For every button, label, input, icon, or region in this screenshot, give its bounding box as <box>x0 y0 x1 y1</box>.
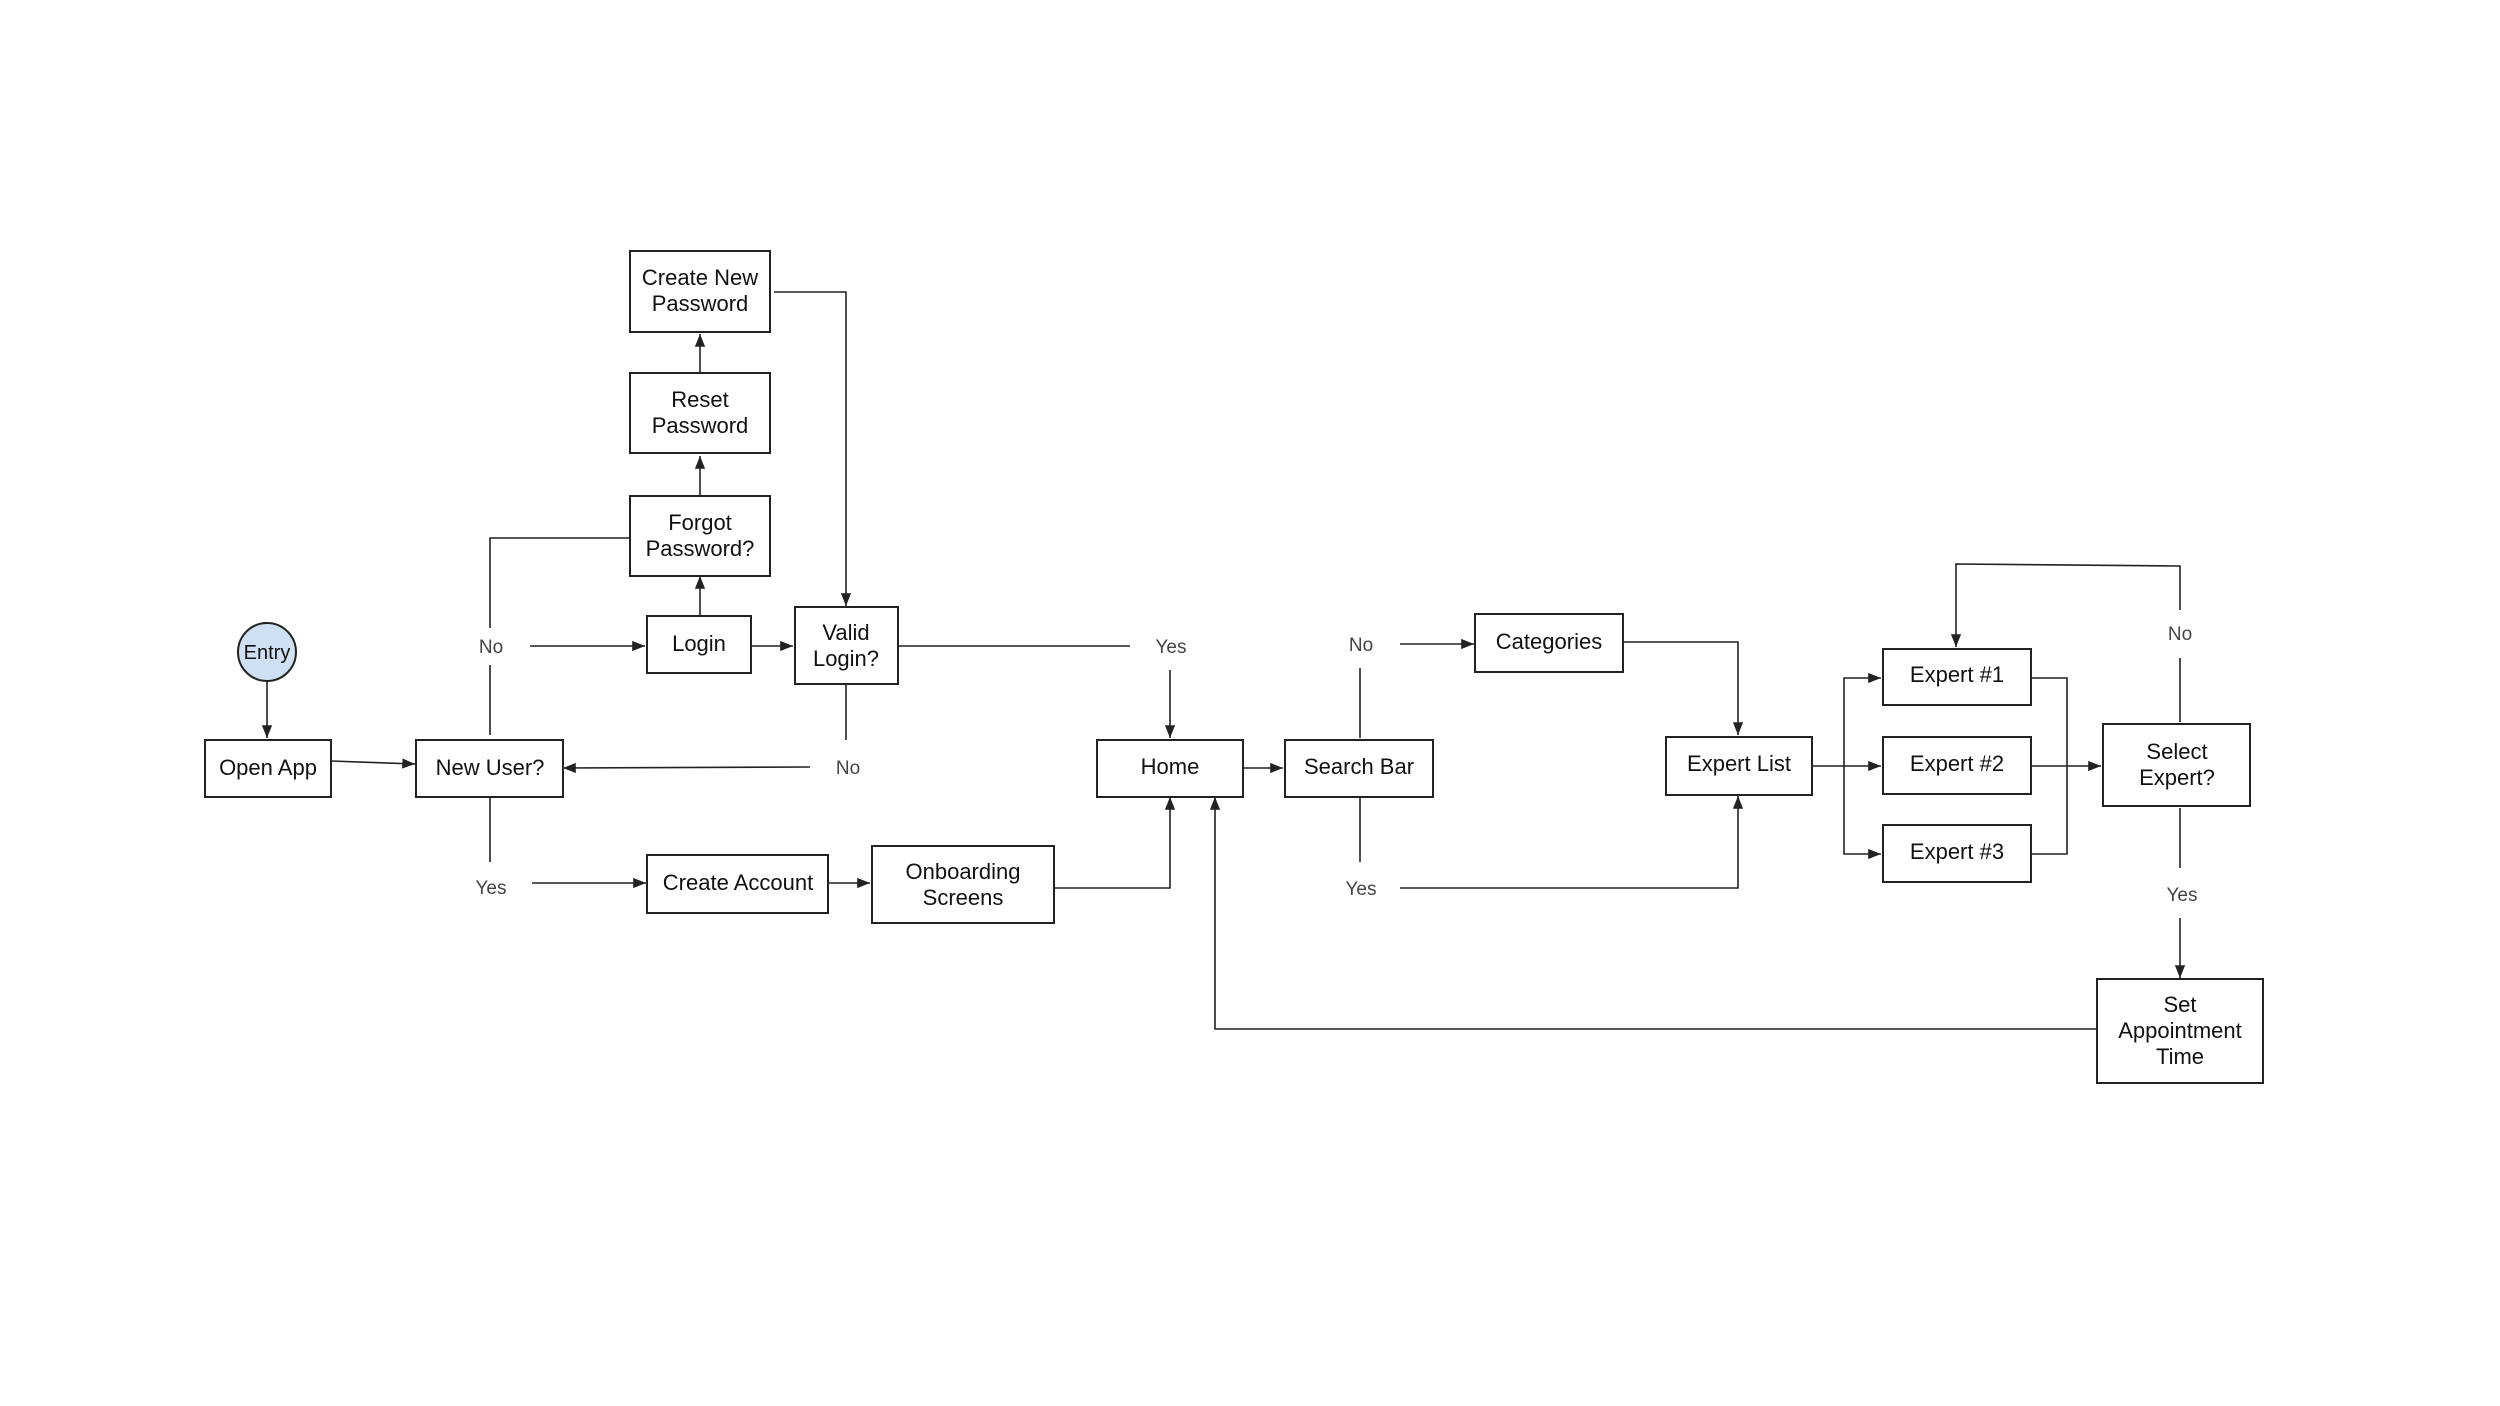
node-expert-1[interactable]: Expert #1 <box>1882 648 2032 706</box>
node-select-expert-text-line-2: Expert? <box>2139 765 2215 790</box>
node-expert-list-text-line-1: Expert List <box>1687 751 1791 776</box>
node-valid-login-text-line-2: Login? <box>813 646 879 671</box>
edge-appointment-home <box>1209 797 2096 1030</box>
edge-no-expert-1 <box>1950 563 2181 647</box>
node-new-user-text-line-1: New User? <box>436 755 545 780</box>
edge-categories-expert-list <box>1624 641 1744 735</box>
node-open-app-text: Open App <box>219 755 317 780</box>
node-set-appointment-time-text-line-2: Appointment <box>2118 1018 2242 1043</box>
node-expert-2-text: Expert #2 <box>1910 751 2004 776</box>
edge-onboarding-home <box>1054 797 1176 889</box>
node-search-bar[interactable]: Search Bar <box>1284 739 1434 798</box>
node-open-app-text-line-1: Open App <box>219 755 317 780</box>
node-expert-list-text: Expert List <box>1687 751 1791 776</box>
node-valid-login-text-line-1: Valid <box>822 620 869 645</box>
node-login-text: Login <box>672 631 726 656</box>
node-entry-text-line-1: Entry <box>244 642 291 664</box>
node-search-bar-text: Search Bar <box>1304 754 1414 779</box>
entry-circle <box>237 622 297 682</box>
node-expert-3[interactable]: Expert #3 <box>1882 824 2032 883</box>
label-select-no: No <box>2168 624 2192 645</box>
edge-yes-expert-list <box>1400 796 1744 889</box>
edge-no-forgot <box>489 537 629 628</box>
node-set-appointment-time-text-line-3: Time <box>2156 1044 2204 1069</box>
label-new-user-no: No <box>479 637 503 658</box>
edge-labels: No Yes Yes No No Yes No Yes <box>476 624 2198 906</box>
node-forgot-password-text-line-2: Password? <box>646 536 755 561</box>
node-create-new-password-text-line-2: Password <box>652 291 749 316</box>
node-expert-1-text: Expert #1 <box>1910 662 2004 687</box>
node-home-text: Home <box>1141 754 1200 779</box>
node-home-text-line-1: Home <box>1141 754 1200 779</box>
node-reset-password-text-line-2: Password <box>652 413 749 438</box>
node-entry-text: Entry <box>244 642 291 664</box>
edge-expert-list-expert-3 <box>1843 766 1881 860</box>
edge-expert-list-expert-1 <box>1843 672 1881 766</box>
node-onboarding-screens-text-line-1: Onboarding <box>906 859 1021 884</box>
node-expert-2-text-line-1: Expert #2 <box>1910 751 2004 776</box>
node-new-user[interactable]: New User? <box>415 739 564 798</box>
node-forgot-password-text-line-1: Forgot <box>668 510 732 535</box>
edge-open-app-new-user <box>330 758 416 769</box>
node-categories[interactable]: Categories <box>1474 613 1624 673</box>
label-search-no: No <box>1349 635 1373 656</box>
node-home[interactable]: Home <box>1096 739 1244 798</box>
node-create-account-text-line-1: Create Account <box>663 870 813 895</box>
node-categories-text: Categories <box>1496 629 1602 654</box>
label-valid-login-no: No <box>836 758 860 779</box>
node-login-text-line-1: Login <box>672 631 726 656</box>
node-create-account[interactable]: Create Account <box>646 854 829 914</box>
node-reset-password-text-line-1: Reset <box>671 387 728 412</box>
node-expert-list[interactable]: Expert List <box>1665 736 1813 796</box>
label-valid-login-yes: Yes <box>1156 637 1187 658</box>
node-expert-3-text-line-1: Expert #3 <box>1910 839 2004 864</box>
node-create-new-password-text-line-1: Create New <box>642 265 758 290</box>
node-new-user-text: New User? <box>436 755 545 780</box>
node-create-account-text: Create Account <box>663 870 813 895</box>
node-select-expert-text-line-1: Select <box>2146 739 2207 764</box>
node-expert-1-text-line-1: Expert #1 <box>1910 662 2004 687</box>
node-categories-text-line-1: Categories <box>1496 629 1602 654</box>
node-entry[interactable]: Entry <box>237 622 297 682</box>
label-new-user-yes: Yes <box>476 878 507 899</box>
label-select-yes: Yes <box>2167 885 2198 906</box>
edge-create-new-valid <box>774 291 852 606</box>
edge-no-new-user <box>562 762 811 774</box>
edges <box>261 291 2186 1030</box>
label-search-yes: Yes <box>1346 879 1377 900</box>
node-onboarding-screens-text-line-2: Screens <box>923 885 1004 910</box>
node-search-bar-text-line-1: Search Bar <box>1304 754 1414 779</box>
node-login[interactable]: Login <box>646 615 752 674</box>
node-set-appointment-time-text-line-1: Set <box>2163 992 2196 1017</box>
node-open-app[interactable]: Open App <box>204 739 332 798</box>
node-expert-2[interactable]: Expert #2 <box>1882 736 2032 795</box>
node-expert-3-text: Expert #3 <box>1910 839 2004 864</box>
